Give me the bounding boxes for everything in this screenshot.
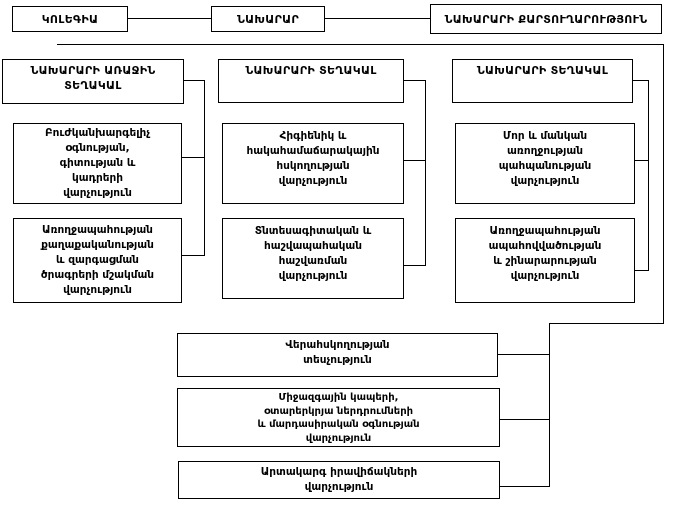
dept-medical-prevention-label: Բուժկանխարգելիչ օգնության, գիտության և կ… xyxy=(44,127,151,199)
dept-mother-child-label: Մոր և մանկան առողջության պահպանության վա… xyxy=(498,130,592,187)
connector-deputy3-stub xyxy=(633,80,649,81)
node-dept-health-provision: Առողջապահության ապահովվածության և շինարա… xyxy=(455,218,635,303)
node-dept-international: Միջազգային կապերի, օտարերկրյա ներդրումնե… xyxy=(177,388,500,447)
dept-international-label: Միջազգային կապերի, օտարերկրյա ներդրումնե… xyxy=(257,392,420,444)
connector-col2-stub1 xyxy=(404,160,425,161)
node-dept-health-policy: Առողջապահության քաղաքականության և զարգաց… xyxy=(13,218,182,303)
node-first-deputy-label: ՆԱԽԱՐԱՐԻ ԱՌԱՋԻՆ ՏԵՂԱԿԱԼ xyxy=(30,64,156,92)
node-minister-label: ՆԱԽԱՐԱՐ xyxy=(236,12,300,26)
dept-health-policy-label: Առողջապահության քաղաքականության և զարգաց… xyxy=(40,224,155,296)
connector-col1-stub2 xyxy=(182,255,204,256)
connector-col3-spine xyxy=(648,80,649,271)
connector-collegium-minister xyxy=(128,18,211,19)
connector-minister-secretariat xyxy=(325,18,430,19)
dept-emergency-label: Արտակարգ իրավիճակների վարչություն xyxy=(260,466,418,493)
connector-international-stub xyxy=(500,419,549,420)
connector-col1-stub1 xyxy=(182,157,204,158)
connector-col3-stub1 xyxy=(635,160,648,161)
node-dept-economics: Տնտեսագիտական և հաշվապահական հաշվառման վ… xyxy=(222,218,404,299)
connector-col1-spine xyxy=(204,80,205,256)
connector-first-deputy-stub xyxy=(184,80,205,81)
connector-emergency-stub xyxy=(500,486,549,487)
node-collegium-label: ԿՈԼԵԳԻԱ xyxy=(41,12,99,26)
connector-col3-stub2 xyxy=(635,270,648,271)
dept-economics-label: Տնտեսագիտական և հաշվապահական հաշվառման վ… xyxy=(254,225,372,282)
dept-hygiene-label: Հիգիենիկ և հակահամաճարակային հսկողության… xyxy=(246,130,380,187)
connector-right-vertical xyxy=(663,44,664,323)
node-collegium: ԿՈԼԵԳԻԱ xyxy=(12,6,128,32)
connector-col2-stub2 xyxy=(404,265,425,266)
node-deputy-3: ՆԱԽԱՐԱՐԻ ՏԵՂԱԿԱԼ xyxy=(452,59,633,103)
node-dept-mother-child: Մոր և մանկան առողջության պահպանության վա… xyxy=(455,123,635,204)
inspectorate-label: Վերահսկողության տեսչություն xyxy=(285,339,390,366)
node-deputy-2: ՆԱԽԱՐԱՐԻ ՏԵՂԱԿԱԼ xyxy=(218,59,404,103)
node-dept-emergency: Արտակարգ իրավիճակների վարչություն xyxy=(178,461,500,499)
node-first-deputy: ՆԱԽԱՐԱՐԻ ԱՌԱՋԻՆ ՏԵՂԱԿԱԼ xyxy=(2,59,184,104)
connector-bottom-link xyxy=(549,323,664,324)
connector-col2-spine xyxy=(425,80,426,266)
connector-bus-horizontal xyxy=(57,44,664,45)
node-inspectorate: Վերահսկողության տեսչություն xyxy=(177,333,498,377)
node-secretariat-label: ՆԱԽԱՐԱՐԻ ՔԱՐՏՈՒՂԱՐՈՒԹՅՈՒՆ xyxy=(444,12,648,26)
node-deputy-2-label: ՆԱԽԱՐԱՐԻ ՏԵՂԱԿԱԼ xyxy=(245,64,377,77)
node-dept-medical-prevention: Բուժկանխարգելիչ օգնության, գիտության և կ… xyxy=(13,123,182,204)
node-deputy-3-label: ՆԱԽԱՐԱՐԻ ՏԵՂԱԿԱԼ xyxy=(476,64,609,77)
node-dept-hygiene: Հիգիենիկ և հակահամաճարակային հսկողության… xyxy=(222,123,404,204)
connector-deputy2-stub xyxy=(404,80,426,81)
connector-inspectorate-stub xyxy=(498,354,549,355)
dept-health-provision-label: Առողջապահության ապահովվածության և շինարա… xyxy=(488,225,602,282)
node-minister: ՆԱԽԱՐԱՐ xyxy=(211,6,325,32)
connector-bottom-spine xyxy=(549,323,550,487)
node-secretariat: ՆԱԽԱՐԱՐԻ ՔԱՐՏՈՒՂԱՐՈՒԹՅՈՒՆ xyxy=(430,4,662,34)
